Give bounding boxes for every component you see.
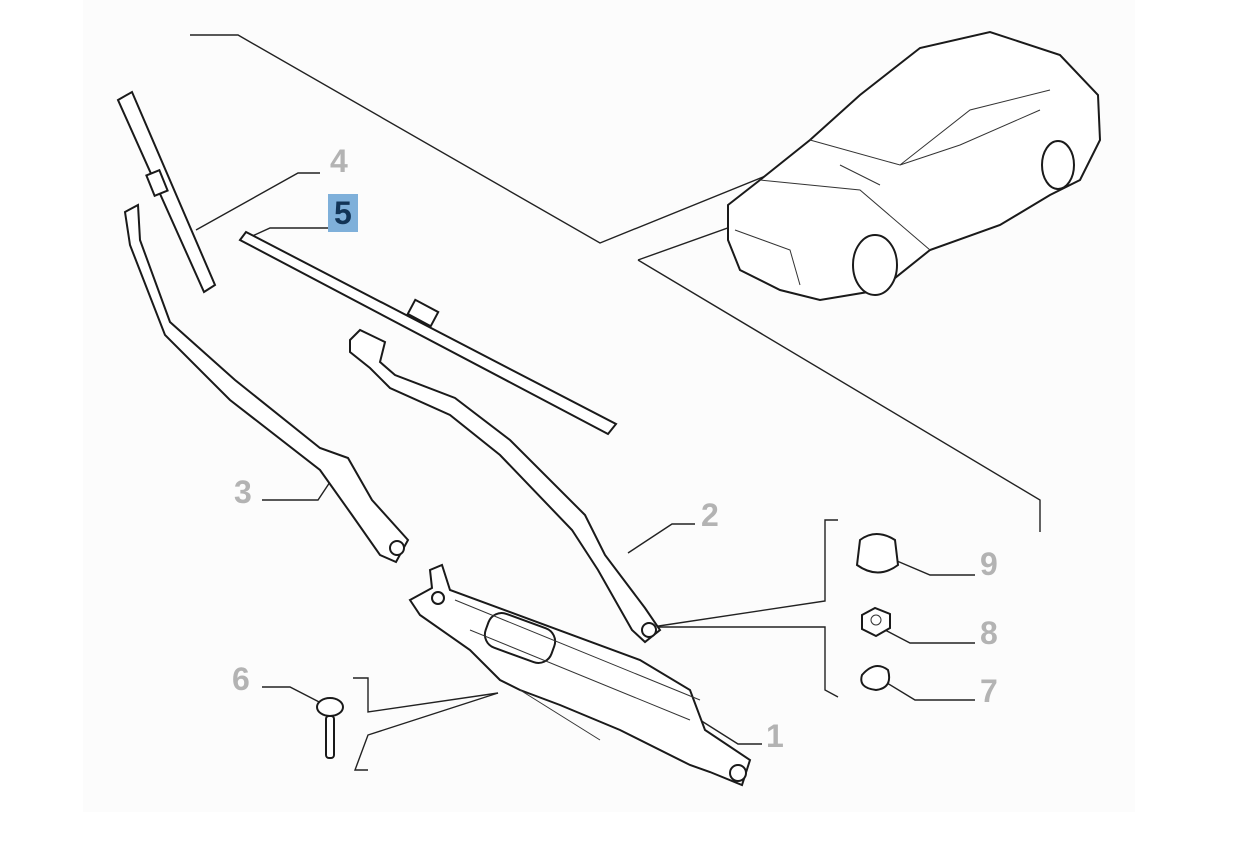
callout-2[interactable]: 2 — [701, 497, 719, 533]
part-1-wiper-linkage — [408, 563, 752, 787]
callout-7[interactable]: 7 — [980, 673, 998, 709]
callout-5-selected[interactable]: 5 — [328, 194, 358, 232]
callout-8[interactable]: 8 — [980, 615, 998, 651]
part-3-wiper-arm — [123, 203, 410, 564]
callout-1[interactable]: 1 — [766, 718, 784, 754]
part-4-wiper-blade — [116, 90, 217, 294]
callout-3[interactable]: 3 — [234, 474, 252, 510]
vehicle-illustration — [727, 30, 1102, 302]
part-5-wiper-blade — [238, 230, 618, 436]
callout-6[interactable]: 6 — [232, 661, 250, 697]
part-7-washer — [860, 665, 891, 692]
part-6-bolt — [316, 697, 344, 759]
part-2-wiper-arm — [349, 328, 662, 644]
part-8-nut — [861, 606, 891, 638]
callout-9[interactable]: 9 — [980, 546, 998, 582]
part-9-cap — [855, 533, 900, 574]
callout-4[interactable]: 4 — [330, 143, 348, 179]
